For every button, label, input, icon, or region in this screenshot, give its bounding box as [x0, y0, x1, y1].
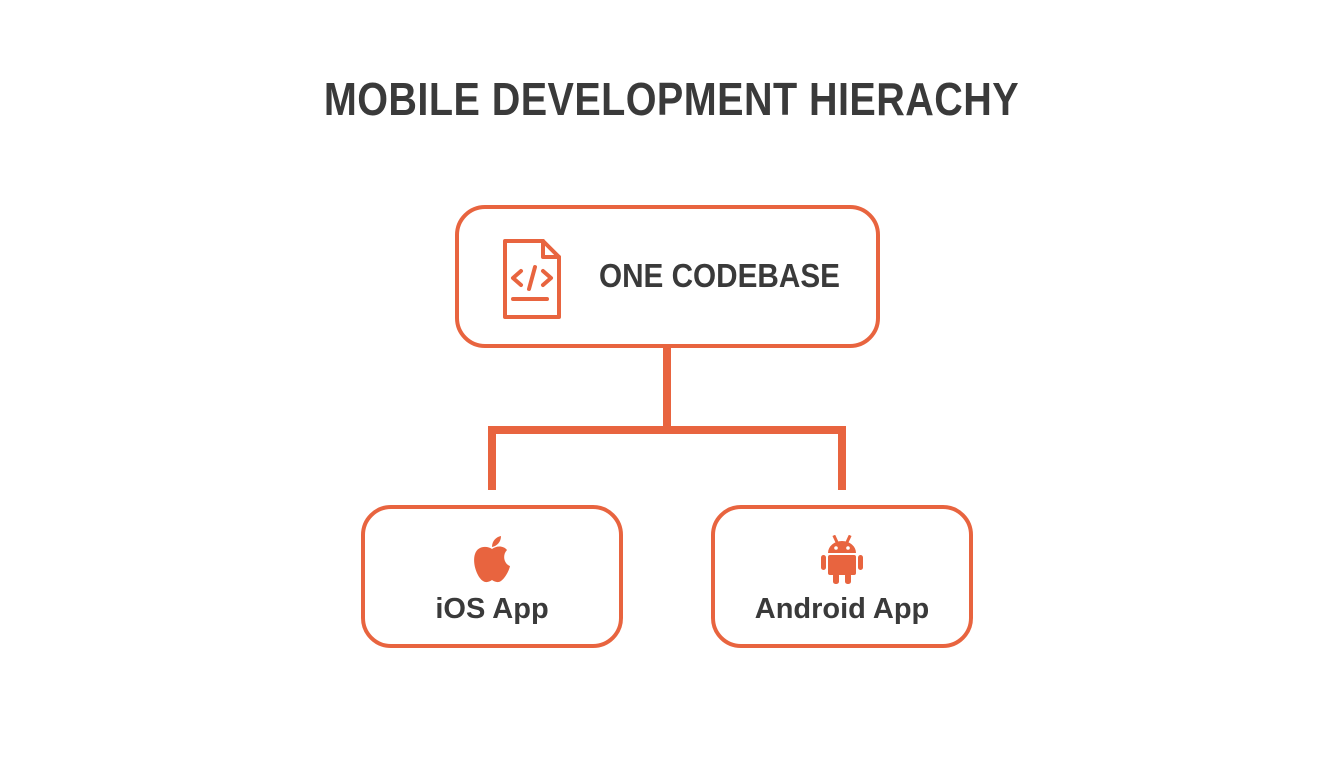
page-title: MOBILE DEVELOPMENT HIERACHY: [323, 73, 1020, 125]
root-label: ONE CODEBASE: [599, 257, 840, 294]
android-label: Android App: [754, 593, 930, 625]
android-node: Android App: [711, 505, 973, 648]
ios-node: iOS App: [361, 505, 623, 648]
android-icon: [821, 535, 863, 584]
code-file-icon: [503, 239, 561, 319]
apple-icon: [474, 536, 510, 583]
root-node: ONE CODEBASE: [455, 205, 880, 348]
ios-label: iOS App: [435, 593, 549, 625]
